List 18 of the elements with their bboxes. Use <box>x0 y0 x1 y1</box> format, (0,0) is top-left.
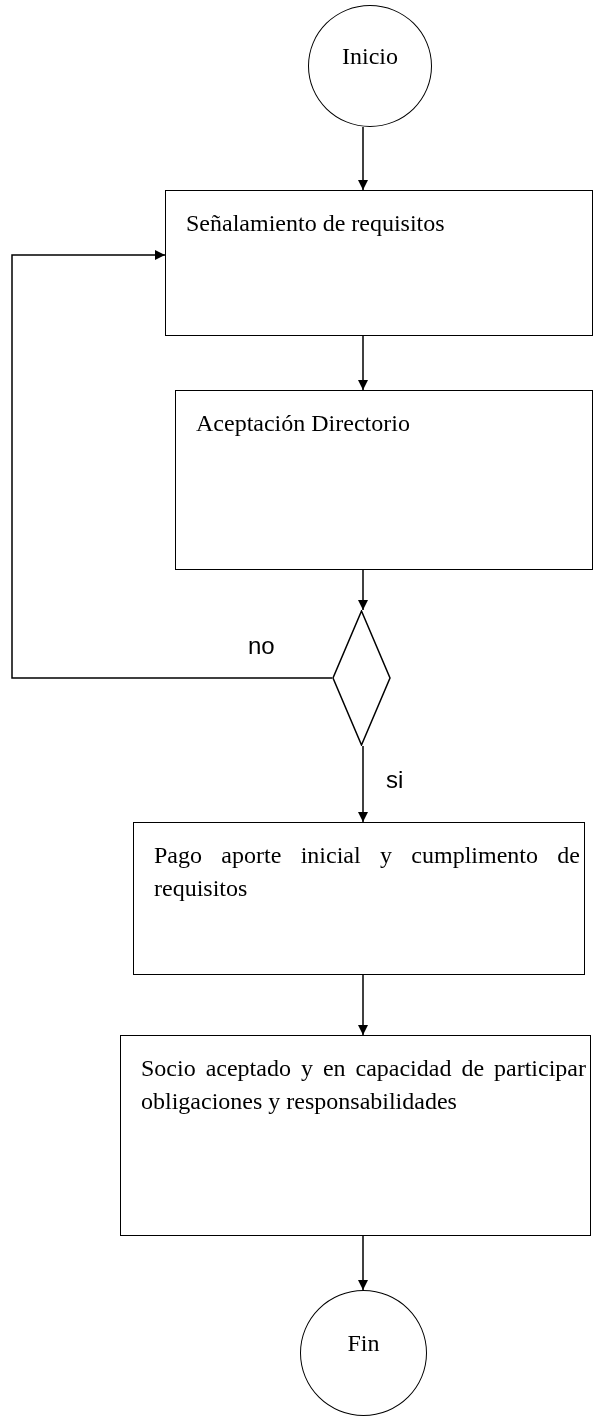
process-box <box>120 1035 591 1236</box>
process-box <box>175 390 593 570</box>
arrow <box>358 335 368 391</box>
arrow <box>358 1235 368 1291</box>
arrow <box>358 569 368 611</box>
arrow <box>358 126 368 191</box>
process-box <box>165 190 593 336</box>
arrow <box>358 974 368 1036</box>
decision-diamond <box>332 610 391 746</box>
arrow <box>11 250 333 679</box>
node-text: Pago aporte inicial y cumplimento de requisitos <box>154 841 580 903</box>
node-text: Señalamiento de requisitos <box>186 209 446 238</box>
node-text: Aceptación Directorio <box>196 409 411 438</box>
node-text: Socio aceptado y en capacidad de participar obligaciones y responsabilidades <box>141 1054 586 1116</box>
process-box <box>133 822 585 975</box>
arrow <box>358 745 368 823</box>
node-text: Fin <box>347 1328 380 1358</box>
node-text: Inicio <box>342 41 398 71</box>
